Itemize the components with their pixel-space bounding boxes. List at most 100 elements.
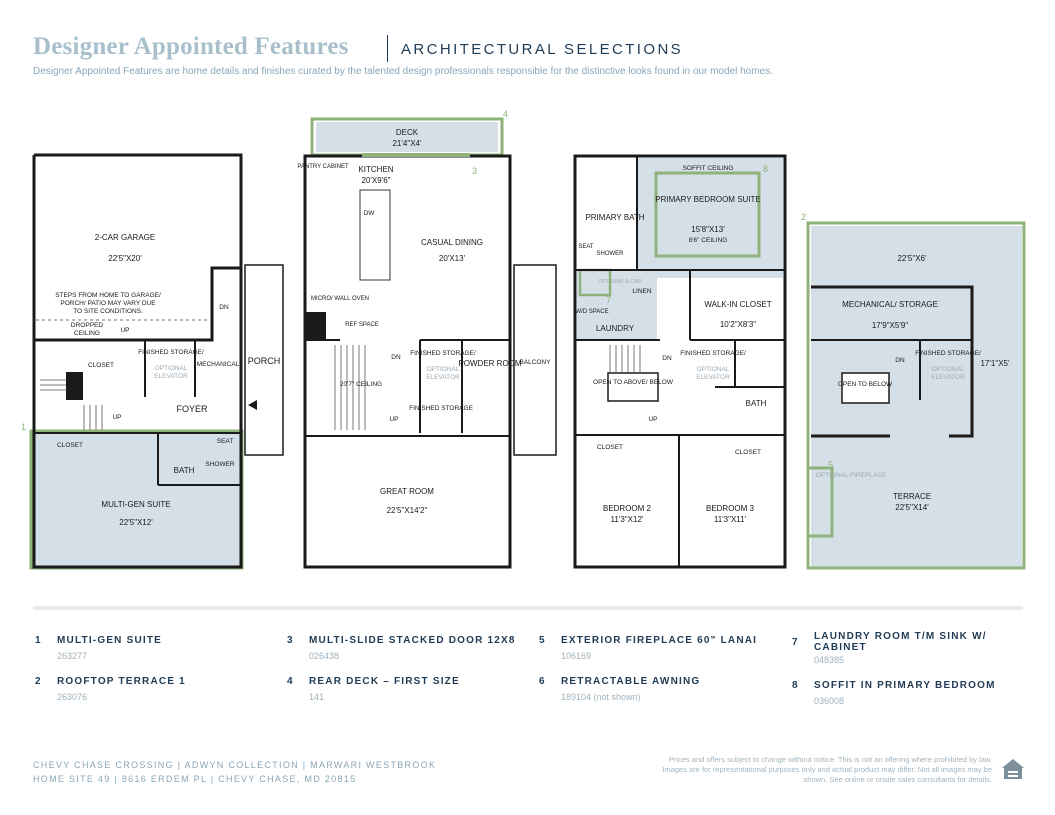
primary-suite-label: PRIMARY BEDROOM SUITE [655, 195, 761, 204]
feature-name: SOFFIT IN PRIMARY BEDROOM [814, 680, 996, 691]
deck-highlight [316, 122, 498, 152]
bedroom2-label: BEDROOM 2 [603, 504, 652, 513]
terrace-outline [806, 221, 1026, 570]
terrace-label: TERRACE [893, 492, 931, 501]
page-title: Designer Appointed Features [33, 33, 349, 60]
upper-shower: SHOWER [597, 251, 625, 257]
foyer-up-label: UP [112, 414, 121, 421]
page-subtitle: ARCHITECTURAL SELECTIONS [401, 41, 684, 58]
finished-storage-main: FINISHED STORAGE/ [410, 350, 476, 357]
ref-space-label: REF SPACE [345, 322, 379, 328]
multigen-label: MULTI-GEN SUITE [101, 500, 170, 509]
upper-seat: SEAT [578, 244, 594, 250]
casual-dining-dim: 20'X13' [439, 254, 466, 263]
footer-community: CHEVY CHASE CROSSING | ADWYN COLLECTION … [33, 760, 437, 770]
bedroom2-dim: 11'3"X12' [611, 515, 644, 524]
feature-name: MULTI-GEN SUITE [57, 635, 163, 646]
optional-gf-1: OPTIONAL [155, 365, 188, 372]
feature-name: RETRACTABLE AWNING [561, 676, 701, 687]
multigen-shower: SHOWER [205, 461, 235, 468]
dropped-ceiling-2: CEILING [74, 330, 100, 337]
steps-note-2: PORCH/ PATIO MAY VARY DUE [60, 300, 156, 307]
primary-suite-highlight [638, 158, 783, 278]
feature-name: REAR DECK – FIRST SIZE [309, 676, 460, 687]
wd-space: W/D SPACE [575, 309, 608, 315]
walkin-dim: 10'2"X8'3" [720, 320, 756, 329]
multigen-seat: SEAT [217, 438, 234, 445]
feature-num: 6 [539, 676, 545, 687]
ceiling-20-7: 20'7" CEILING [340, 381, 382, 388]
plan-upper-floor: SOFFIT CEILING PRIMARY BATH PRIMARY BEDR… [573, 154, 787, 569]
finished-storage-short: FINISHED STORAGE [409, 405, 473, 412]
porch-structure [244, 264, 284, 456]
feature-code: 263076 [57, 692, 88, 702]
multigen-dim: 22'5"X12' [119, 518, 153, 527]
mech-storage-dim: 17'9"X5'9" [872, 321, 908, 330]
feature-num: 7 [792, 637, 798, 648]
callout-2: 2 [801, 212, 806, 222]
kitchen-label: KITCHEN [358, 165, 393, 174]
optional-roof-2: ELEVATOR [931, 374, 965, 381]
bedroom3-dim: 11'3"X11' [714, 515, 747, 524]
main-up-label: UP [389, 416, 398, 423]
feature-code: 106169 [561, 651, 592, 661]
steps-note-1: STEPS FROM HOME TO GARAGE/ [55, 292, 161, 299]
garage-up-label: UP [120, 327, 129, 334]
footer-address: HOME SITE 49 | 8616 ERDEM PL | CHEVY CHA… [33, 774, 357, 784]
plan-main-floor: DECK 21'4"X4' PANTRY CABINET KITCHEN 20'… [297, 109, 557, 569]
upper-up: UP [648, 416, 657, 423]
mechanical-label: MECHANICAL [197, 361, 240, 368]
multigen-bath: BATH [174, 466, 195, 475]
feature-num: 2 [35, 676, 41, 687]
upper-closet-1: CLOSET [597, 444, 623, 451]
section-divider [33, 606, 1023, 610]
soffit-outline [654, 171, 761, 258]
optional-roof-1: OPTIONAL [932, 366, 965, 373]
garage-label: 2-CAR GARAGE [95, 233, 155, 242]
soffit-label: SOFFIT CEILING [683, 165, 734, 172]
optional-upper-1: OPTIONAL [697, 366, 730, 373]
micro-oven-label: MICRO/ WALL OVEN [311, 296, 369, 302]
callout-7: 7 [606, 295, 611, 305]
feature-num: 8 [792, 680, 798, 691]
feature-num: 4 [287, 676, 293, 687]
title-separator [387, 35, 388, 62]
feature-code: 189104 (not shown) [561, 692, 641, 702]
upper-closet-2: CLOSET [735, 449, 761, 456]
multigen-closet: CLOSET [57, 442, 83, 449]
fridge-block [306, 312, 326, 340]
great-room-dim: 22'5"X14'2" [387, 506, 428, 515]
plan-ground-floor: 2-CAR GARAGE 22'5"X20' STEPS FROM HOME T… [21, 153, 284, 570]
great-room-label: GREAT ROOM [380, 487, 434, 496]
foyer-label: FOYER [176, 404, 208, 414]
mech-storage-label: MECHANICAL/ STORAGE [842, 300, 938, 309]
open-above-below-box [607, 372, 659, 402]
upper-dn: DN [662, 355, 672, 362]
feature-code: 263277 [57, 651, 88, 661]
callout-1: 1 [21, 422, 26, 432]
rooftop-dn: DN [895, 357, 905, 364]
steps-note-3: TO SITE CONDITIONS. [73, 308, 143, 315]
fireplace-outline [806, 466, 834, 538]
walkin-label: WALK-IN CLOSET [704, 300, 771, 309]
feature-name: EXTERIOR FIREPLACE 60" LANAI [561, 635, 758, 646]
upper-bath: BATH [746, 399, 767, 408]
deck-dim: 21'4"X4' [392, 139, 422, 148]
bedroom3-label: BEDROOM 3 [706, 504, 755, 513]
callout-8: 8 [763, 164, 768, 174]
optional-gf-2: ELEVATOR [154, 373, 188, 380]
rooftop-open-below [841, 372, 890, 404]
multigen-highlight [34, 433, 241, 567]
terrace-dim: 22'5"X14' [895, 503, 929, 512]
feature-code: 048385 [814, 655, 845, 665]
optional-fireplace: OPTIONAL FIREPLACE [816, 472, 887, 479]
callout-5: 5 [828, 460, 833, 470]
feature-num: 3 [287, 635, 293, 646]
feature-code: 036008 [814, 696, 845, 706]
floor-plans: 2-CAR GARAGE 22'5"X20' STEPS FROM HOME T… [21, 109, 1026, 570]
feature-name: MULTI-SLIDE STACKED DOOR 12X8 [309, 635, 516, 646]
opt-sink-cab: OPT SINK & CAB [598, 279, 642, 285]
entry-arrow-icon [248, 400, 257, 410]
finished-storage-upper: FINISHED STORAGE/ [680, 350, 746, 357]
feature-code: 026438 [309, 651, 340, 661]
